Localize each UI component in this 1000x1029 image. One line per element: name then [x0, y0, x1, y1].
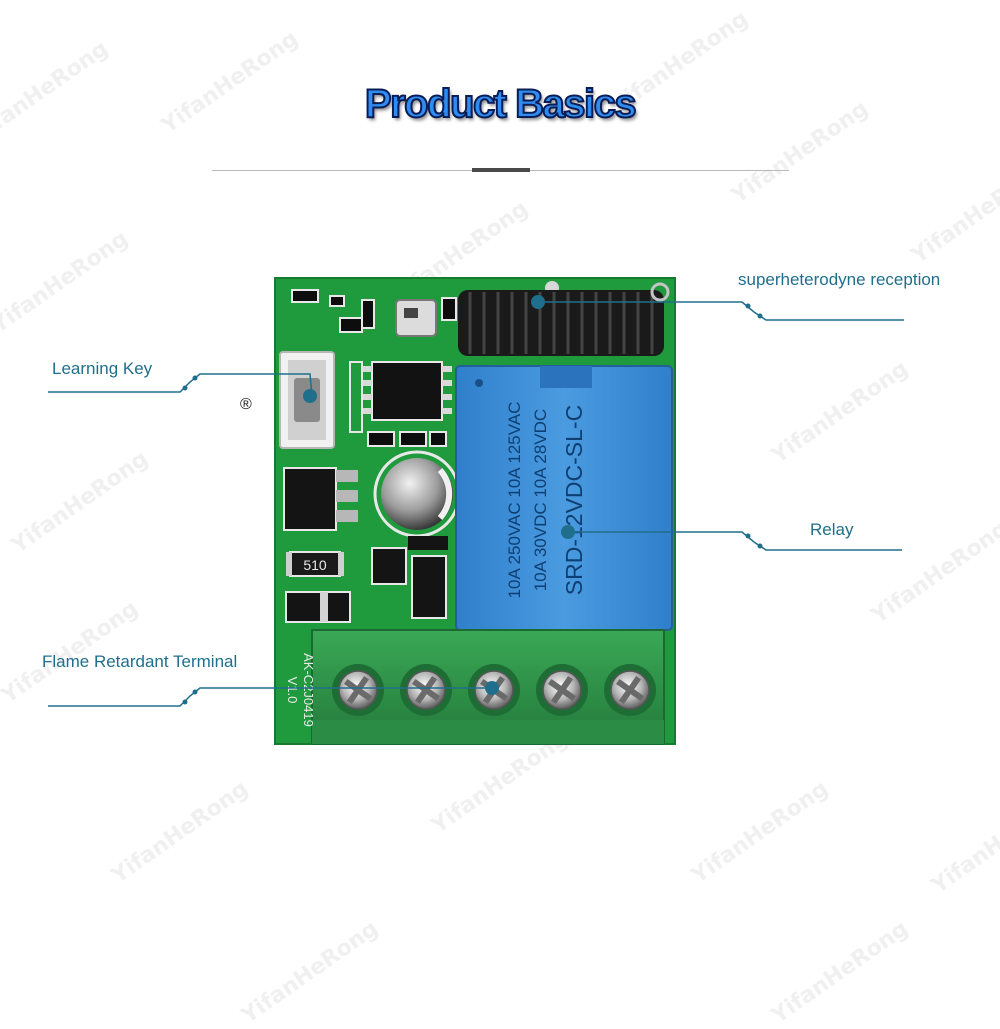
- resistor-code: 510: [303, 557, 327, 573]
- terminal-screw: [536, 664, 588, 716]
- relay-module-illustration: 10A 250VAC 10A 125VAC 10A 30VDC 10A 28VD…: [48, 277, 904, 745]
- title-divider-accent: [472, 168, 530, 172]
- pcb-components: [283, 281, 559, 623]
- board-version-text: V1.0: [285, 677, 300, 704]
- callout-learning-key: Learning Key: [52, 359, 153, 378]
- registered-mark: ®: [240, 396, 252, 413]
- antenna-coil: [458, 282, 670, 356]
- terminal-screw: [332, 664, 384, 716]
- board-model-text: AK-C2J0419: [301, 653, 316, 727]
- terminal-screw: [604, 664, 656, 716]
- terminal-screw: [400, 664, 452, 716]
- callout-dots: [182, 303, 763, 705]
- page-title: Product Basics: [364, 81, 638, 127]
- callout-relay: Relay: [810, 520, 854, 539]
- relay-rating-line1: 10A 250VAC 10A 125VAC: [505, 402, 524, 599]
- relay-model: SRD-12VDC-SL-C: [561, 405, 587, 595]
- callout-flame-retardant-terminal: Flame Retardant Terminal: [42, 652, 238, 671]
- relay-rating-line2: 10A 30VDC 10A 28VDC: [531, 409, 550, 591]
- callout-superheterodyne: superheterodyne reception: [738, 270, 941, 289]
